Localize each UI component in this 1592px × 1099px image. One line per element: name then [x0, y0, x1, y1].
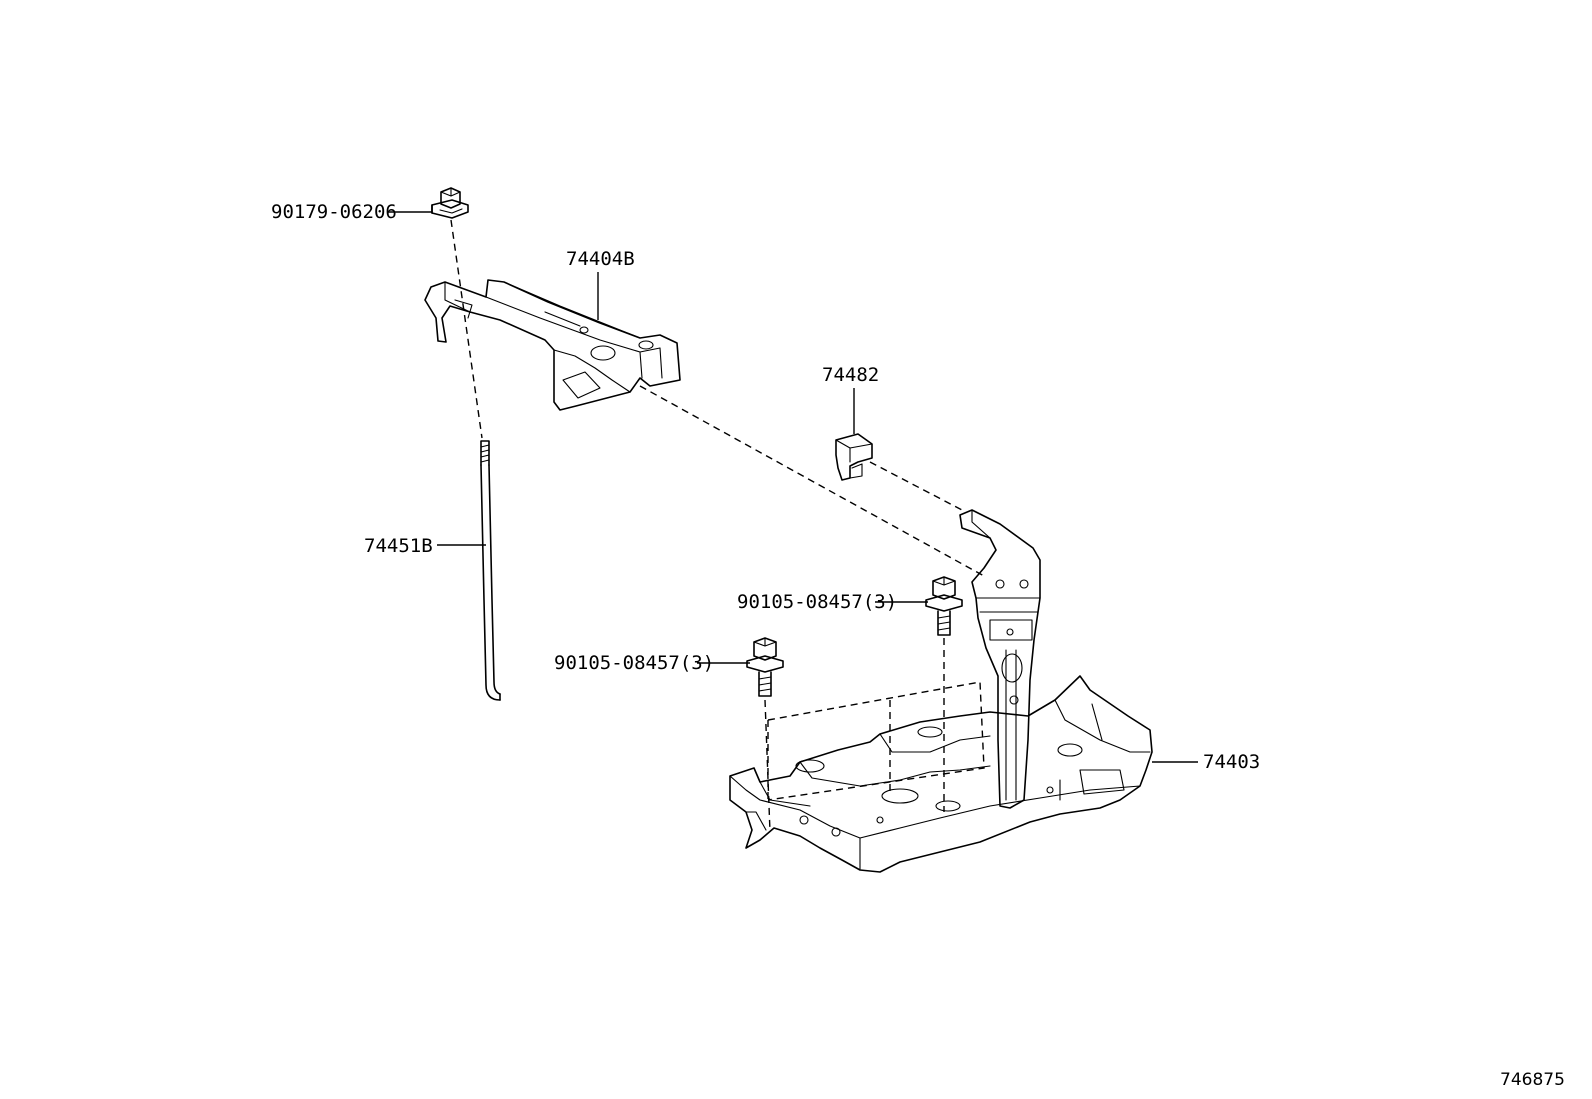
rod-label: 74451B: [364, 535, 433, 557]
assembly-guides: [450, 219, 985, 833]
bolt-a-label: 90105-08457(3): [737, 591, 897, 613]
nut-label: 90179-06206: [271, 201, 397, 223]
bolt-a-part: [925, 576, 963, 636]
tray-label: 74403: [1203, 751, 1260, 773]
clamp-part: [835, 433, 873, 481]
upper-bracket-label: 74404B: [566, 248, 635, 270]
reference-number: 746875: [1500, 1070, 1565, 1090]
bolt-b-label: 90105-08457(3): [554, 652, 714, 674]
tray-part: [729, 509, 1153, 873]
bolt-b-part: [746, 637, 784, 697]
clamp-label: 74482: [822, 364, 879, 386]
upper-bracket-part: [424, 279, 681, 411]
rod-part: [480, 440, 501, 701]
nut-part: [431, 187, 469, 219]
